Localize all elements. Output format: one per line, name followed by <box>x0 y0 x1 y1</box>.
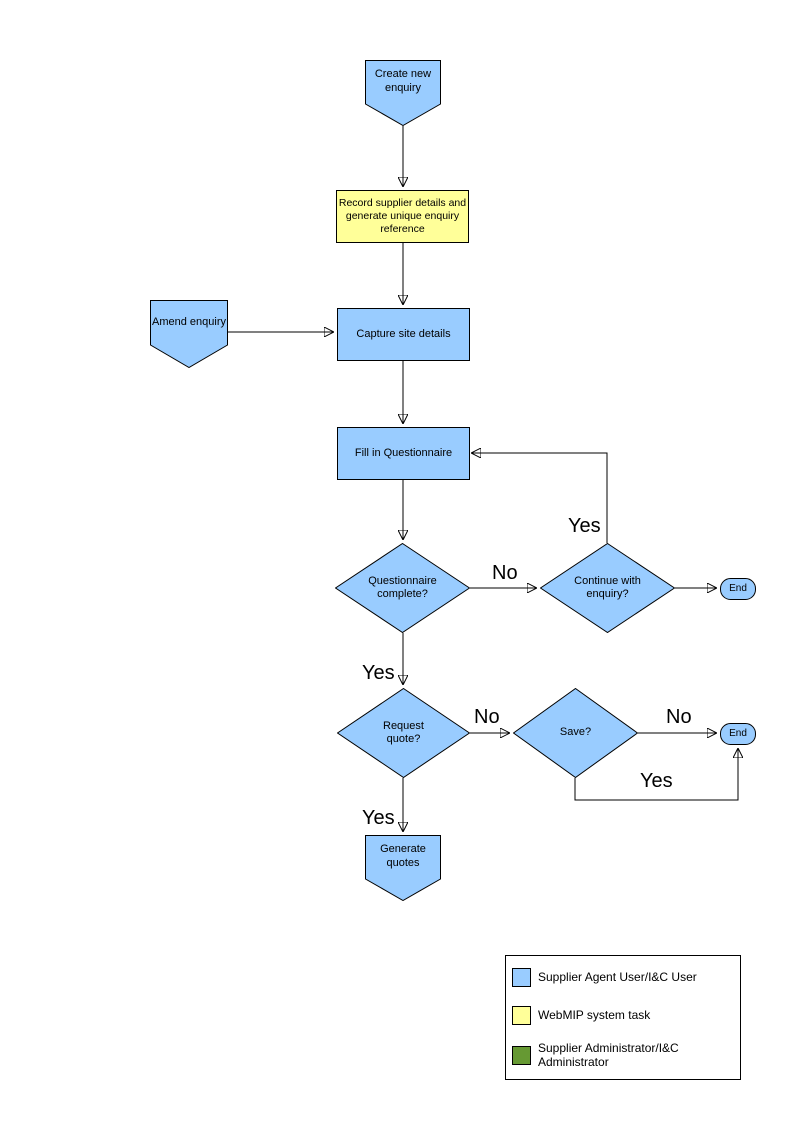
process-shape <box>337 427 470 480</box>
node-fill <box>720 723 756 745</box>
legend-label: Supplier Administrator/I&C Administrator <box>538 1041 679 1070</box>
node-fill <box>337 688 470 778</box>
process-shape <box>336 190 469 243</box>
node-label: End <box>729 582 747 594</box>
node-fill <box>365 60 441 126</box>
legend-label: WebMIP system task <box>538 1008 651 1023</box>
node-label: Save? <box>559 726 592 739</box>
node-label: Capture site details <box>356 327 451 340</box>
legend-swatch-blue <box>512 968 531 987</box>
offpage-connector-shape <box>150 300 228 368</box>
decision-shape <box>335 543 470 633</box>
edge-label-save-no: No <box>666 706 692 728</box>
node-end-after-continue: End <box>720 578 756 600</box>
node-fill <box>365 835 441 901</box>
node-fill <box>336 190 469 243</box>
node-label: End <box>729 727 747 739</box>
node-fill <box>513 688 638 778</box>
legend-swatch-green <box>512 1045 531 1065</box>
swatch-fill <box>512 968 531 987</box>
node-request-quote: Request quote? <box>337 688 470 778</box>
node-fill <box>150 300 228 368</box>
decision-shape <box>337 688 470 778</box>
node-fill <box>337 427 470 480</box>
node-label: Request quote? <box>383 719 424 745</box>
node-label: Create new enquiry <box>374 68 432 94</box>
node-generate-quotes: Generate quotes <box>365 835 441 901</box>
decision-shape <box>513 688 638 778</box>
node-label: Generate quotes <box>380 843 426 869</box>
legend-swatch-yellow <box>512 1006 531 1025</box>
legend-item-webmip-task: WebMIP system task <box>512 1006 716 1025</box>
node-continue-with-enquiry: Continue with enquiry? <box>540 543 675 633</box>
legend: Supplier Agent User/I&C User WebMIP syst… <box>505 955 741 1080</box>
node-fill <box>720 578 756 600</box>
node-fill <box>335 543 470 633</box>
node-amend-enquiry: Amend enquiry <box>150 300 228 368</box>
node-fill <box>337 308 470 361</box>
node-record-supplier-details: Record supplier details and generate uni… <box>336 190 469 243</box>
edge-label-continue-yes: Yes <box>568 515 601 537</box>
node-label: Fill in Questionnaire <box>354 446 453 459</box>
edge-label-questionnaire-no: No <box>492 562 518 584</box>
edge-label-save-yes: Yes <box>640 770 673 792</box>
edge-label-request-no: No <box>474 706 500 728</box>
node-label: Record supplier details and generate uni… <box>338 197 467 235</box>
legend-label: Supplier Agent User/I&C User <box>538 970 697 985</box>
node-fill <box>540 543 675 633</box>
legend-item-supplier-admin: Supplier Administrator/I&C Administrator <box>512 1041 708 1070</box>
node-questionnaire-complete: Questionnaire complete? <box>335 543 470 633</box>
node-label: Amend enquiry <box>152 315 226 328</box>
node-create-new-enquiry: Create new enquiry <box>365 60 441 126</box>
swatch-fill <box>512 1045 531 1065</box>
offpage-connector-shape <box>365 60 441 126</box>
node-label: Continue with enquiry? <box>574 574 641 600</box>
node-label: Questionnaire complete? <box>368 574 437 600</box>
swatch-fill <box>512 1006 531 1025</box>
node-end-after-save: End <box>720 723 756 745</box>
terminator-shape <box>720 723 756 745</box>
node-capture-site-details: Capture site details <box>337 308 470 361</box>
decision-shape <box>540 543 675 633</box>
node-fill-in-questionnaire: Fill in Questionnaire <box>337 427 470 480</box>
process-shape <box>337 308 470 361</box>
edge-label-questionnaire-yes: Yes <box>362 662 395 684</box>
legend-item-supplier-agent: Supplier Agent User/I&C User <box>512 968 716 987</box>
edge-label-request-yes: Yes <box>362 807 395 829</box>
node-save: Save? <box>513 688 638 778</box>
offpage-connector-shape <box>365 835 441 901</box>
terminator-shape <box>720 578 756 600</box>
